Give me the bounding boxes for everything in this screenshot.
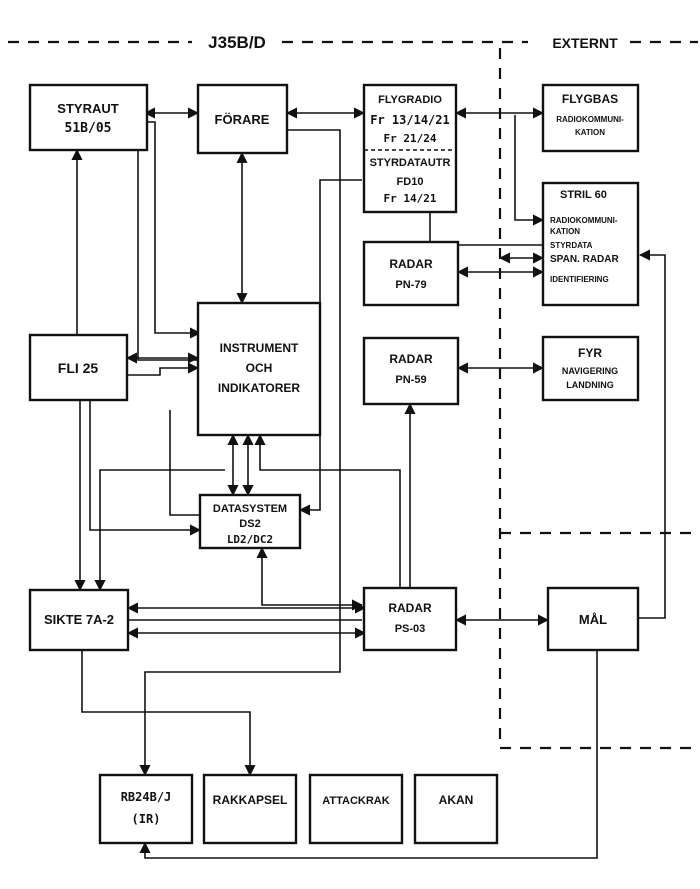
svg-text:ATTACKRAK: ATTACKRAK <box>322 795 389 807</box>
block-akan: AKAN <box>413 773 499 845</box>
block-fyr: FYR NAVIGERING LANDNING <box>541 335 640 402</box>
svg-text:(IR): (IR) <box>132 812 161 826</box>
block-fli25: FLI 25 <box>28 333 129 402</box>
svg-text:FLYGRADIO: FLYGRADIO <box>378 94 442 106</box>
svg-text:FLYGBAS: FLYGBAS <box>562 92 618 106</box>
svg-text:LD2/DC2: LD2/DC2 <box>227 533 273 546</box>
svg-text:AKAN: AKAN <box>439 793 474 807</box>
svg-text:NAVIGERING: NAVIGERING <box>562 366 618 376</box>
svg-text:MÅL: MÅL <box>579 612 607 627</box>
block-styraut: STYRAUT 51B/05 <box>28 83 149 152</box>
svg-text:RADIOKOMMUNI-: RADIOKOMMUNI- <box>550 216 618 225</box>
svg-text:STYRDATAUTR: STYRDATAUTR <box>370 157 451 169</box>
block-flygradio: FLYGRADIO Fr 13/14/21 Fr 21/24 <box>362 83 458 214</box>
svg-text:STYRAUT: STYRAUT <box>57 101 118 116</box>
svg-text:PS-03: PS-03 <box>395 623 426 635</box>
svg-text:FD10: FD10 <box>397 176 424 188</box>
block-radar-pn59: RADAR PN-59 <box>362 336 460 406</box>
block-stril: STRIL 60 RADIOKOMMUNI- KATION STYRDATA S… <box>541 181 640 307</box>
block-sikte: SIKTE 7A-2 <box>28 588 130 652</box>
svg-text:Fr 13/14/21: Fr 13/14/21 <box>370 113 449 127</box>
svg-text:RAKKAPSEL: RAKKAPSEL <box>213 793 288 807</box>
block-datasystem: DATASYSTEM DS2 LD2/DC2 <box>198 493 302 550</box>
section-label-externt: EXTERNT <box>552 35 618 51</box>
block-rb24: RB24B/J (IR) <box>98 773 194 845</box>
svg-text:51B/05: 51B/05 <box>65 121 112 136</box>
svg-text:RADIOKOMMUNI-: RADIOKOMMUNI- <box>556 115 624 124</box>
svg-text:RADAR: RADAR <box>388 601 432 615</box>
svg-text:INDIKATORER: INDIKATORER <box>218 381 301 395</box>
svg-text:FYR: FYR <box>578 346 602 360</box>
block-radar-pn79: RADAR PN-79 <box>362 240 460 307</box>
svg-text:OCH: OCH <box>246 361 273 375</box>
block-flygbas: FLYGBAS RADIOKOMMUNI- KATION <box>541 83 640 153</box>
svg-text:FLI 25: FLI 25 <box>58 360 99 376</box>
svg-text:LANDNING: LANDNING <box>566 380 614 390</box>
svg-text:SPAN. RADAR: SPAN. RADAR <box>550 254 619 265</box>
block-attackrak: ATTACKRAK <box>308 773 404 845</box>
svg-text:FÖRARE: FÖRARE <box>215 112 270 127</box>
block-forare: FÖRARE <box>196 83 289 155</box>
svg-text:PN-79: PN-79 <box>395 279 426 291</box>
svg-text:STRIL 60: STRIL 60 <box>560 189 607 201</box>
section-label-j35: J35B/D <box>208 33 266 52</box>
svg-text:PN-59: PN-59 <box>395 374 426 386</box>
svg-text:DS2: DS2 <box>239 518 260 530</box>
svg-text:DATASYSTEM: DATASYSTEM <box>213 503 287 515</box>
svg-text:KATION: KATION <box>550 227 580 236</box>
block-radar-ps03: RADAR PS-03 <box>362 586 458 652</box>
svg-text:INSTRUMENT: INSTRUMENT <box>220 341 299 355</box>
svg-text:RB24B/J: RB24B/J <box>121 790 172 804</box>
svg-text:SIKTE 7A-2: SIKTE 7A-2 <box>44 612 114 627</box>
block-instrument: INSTRUMENT OCH INDIKATORER <box>196 301 322 437</box>
svg-text:KATION: KATION <box>575 128 605 137</box>
connections <box>71 107 666 859</box>
svg-text:Fr 14/21: Fr 14/21 <box>384 192 437 205</box>
svg-text:RADAR: RADAR <box>389 352 433 366</box>
svg-text:RADAR: RADAR <box>389 257 433 271</box>
block-styrdatautr: STYRDATAUTR FD10 Fr 14/21 <box>370 157 451 205</box>
block-mal: MÅL <box>546 586 640 652</box>
svg-text:Fr 21/24: Fr 21/24 <box>384 132 437 145</box>
svg-text:IDENTIFIERING: IDENTIFIERING <box>550 275 609 284</box>
svg-text:STYRDATA: STYRDATA <box>550 241 593 250</box>
block-rakkapsel: RAKKAPSEL <box>202 773 298 845</box>
